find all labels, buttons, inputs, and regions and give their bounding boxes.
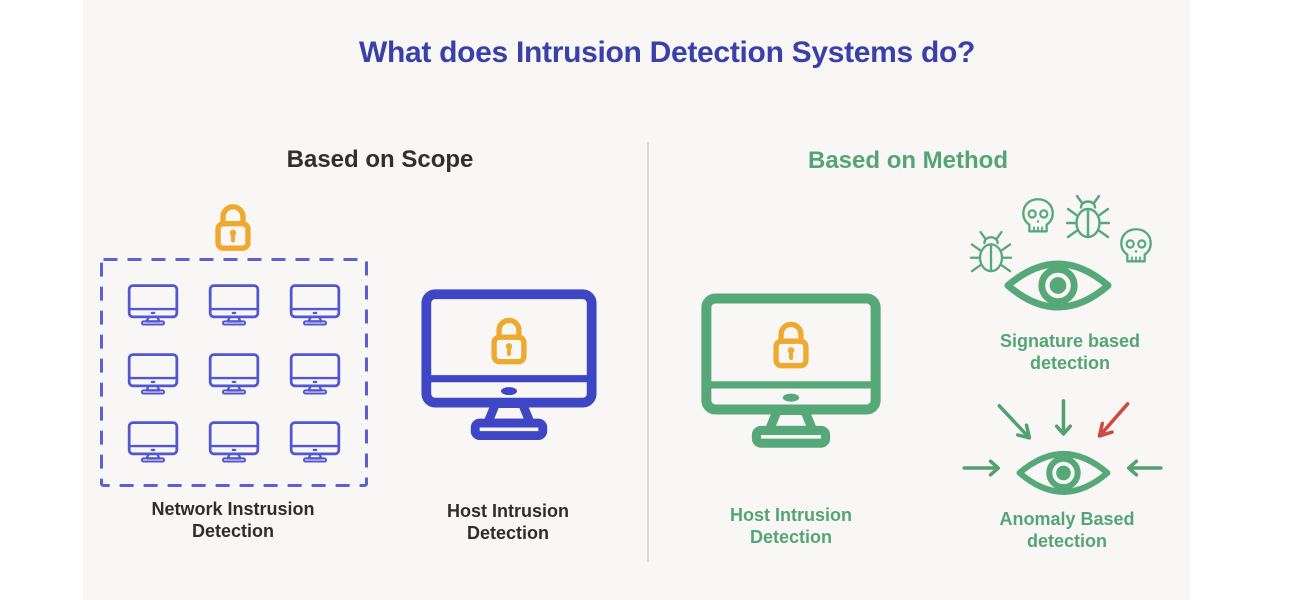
eye-icon [1008, 264, 1108, 307]
monitor-icon [125, 282, 181, 326]
host-intrusion-label-scope: Host Intrusion Detection [447, 501, 569, 545]
label-line: detection [1026, 530, 1108, 551]
label-line: Detection [191, 520, 274, 541]
label-line: Anomaly Based [999, 509, 1135, 529]
skull-icon [1022, 198, 1054, 233]
network-monitor-grid [100, 258, 368, 487]
bug-icon [1066, 194, 1110, 239]
eye-icon [1020, 454, 1108, 492]
host-intrusion-label-method: Host Intrusion Detection [730, 505, 852, 549]
network-intrusion-label: Network Instrusion Detection [151, 499, 314, 543]
lock-icon [210, 198, 256, 254]
anomaly-detection-label: Anomaly Based detection [999, 509, 1134, 553]
monitor-icon [125, 419, 181, 463]
anomaly-detection-icon-group [962, 399, 1163, 505]
label-line: Network Instrusion [151, 499, 315, 519]
label-line: detection [1029, 352, 1111, 373]
lock-icon [486, 312, 532, 367]
label-line: Detection [466, 522, 549, 543]
dashed-boundary [100, 258, 368, 487]
label-line: Host Intrusion [730, 505, 852, 525]
signature-detection-icon-group [970, 194, 1152, 321]
scope-heading: Based on Scope [286, 146, 474, 173]
host-monitor-scope [420, 288, 598, 448]
monitor-icon [287, 419, 343, 463]
host-monitor-method [700, 292, 882, 456]
label-line: Detection [749, 526, 832, 547]
label-line: Host Intrusion [447, 501, 569, 521]
arrow-icon [962, 399, 1163, 477]
lock-icon [768, 316, 814, 371]
monitor-icon [287, 351, 343, 395]
bug-icon [970, 230, 1012, 273]
monitor-icon [206, 351, 262, 395]
monitor-icon [206, 419, 262, 463]
method-heading: Based on Method [807, 147, 1009, 174]
page-title: What does Intrusion Detection Systems do… [358, 36, 976, 69]
skull-icon [1120, 228, 1152, 263]
monitor-icon [125, 351, 181, 395]
content-background [83, 0, 1190, 600]
monitor-icon [206, 282, 262, 326]
anomaly-arrow-icon [1097, 402, 1130, 438]
signature-detection-label: Signature based detection [1000, 331, 1140, 375]
label-line: Signature based [999, 331, 1141, 351]
monitor-icon [287, 282, 343, 326]
section-divider [647, 142, 649, 562]
